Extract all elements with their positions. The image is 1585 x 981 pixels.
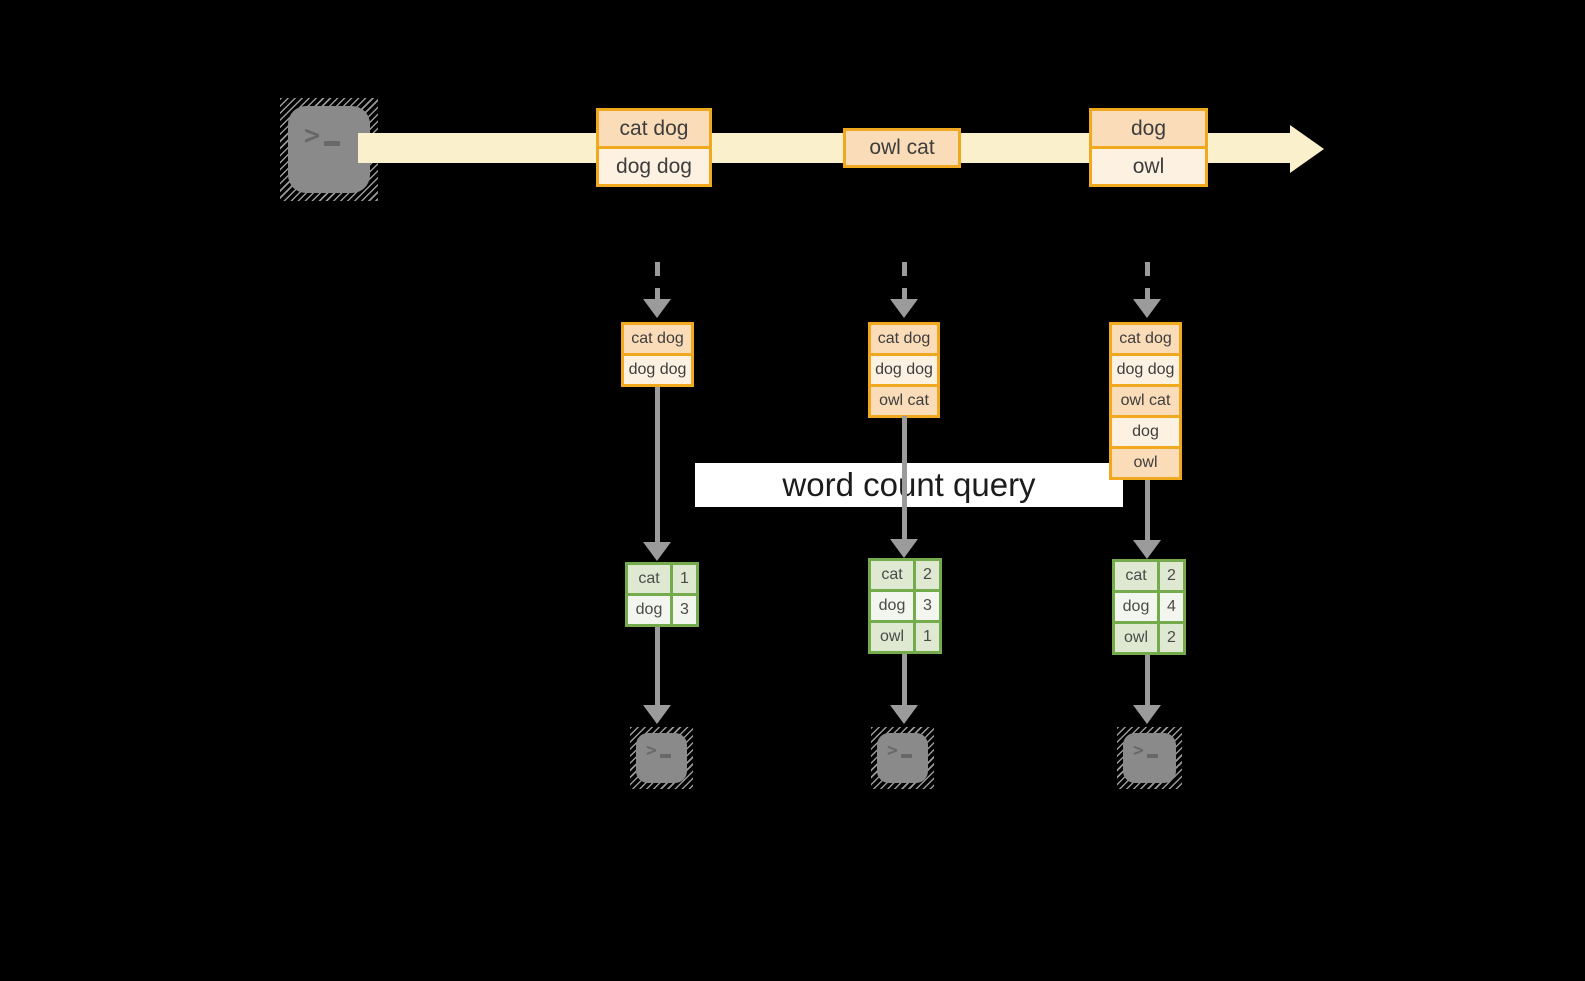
count-value-cell: 2 (1160, 624, 1183, 652)
sink-terminal-icon-3: > (1117, 727, 1182, 789)
count-word-cell: dog (1115, 593, 1157, 621)
buffer-row: dog dog (871, 353, 937, 384)
stream-arrowhead-icon (1290, 125, 1324, 173)
terminal-prompt-glyph: > (887, 740, 898, 761)
buffer-row: cat dog (1112, 325, 1179, 353)
connector-table-to-sink-1 (655, 627, 660, 706)
state-stack-1: cat dog dog dog (621, 322, 694, 387)
event-row: owl (1092, 146, 1205, 184)
count-value-cell: 4 (1160, 593, 1183, 621)
count-word-cell: dog (871, 592, 913, 620)
dashed-connector-2 (902, 262, 907, 300)
arrowhead-icon (890, 299, 918, 318)
buffer-row: cat dog (624, 325, 691, 353)
sink-terminal-icon-1: > (630, 727, 693, 789)
count-word-cell: cat (1115, 562, 1157, 590)
terminal-icon: > (288, 106, 370, 193)
arrowhead-icon (890, 705, 918, 724)
terminal-underscore-icon (900, 754, 912, 758)
count-value-cell: 2 (1160, 562, 1183, 590)
state-stack-2: cat dog dog dog owl cat (868, 322, 940, 418)
count-table-2: cat 2 dog 3 owl 1 (868, 558, 942, 654)
terminal-underscore-icon (1146, 754, 1158, 758)
dashed-connector-1 (655, 262, 660, 300)
stream-event-box-3: dog owl (1089, 108, 1208, 187)
stream-event-box-1: cat dog dog dog (596, 108, 712, 187)
count-value-cell: 1 (916, 623, 939, 651)
dashed-connector-3 (1145, 262, 1150, 300)
event-row: cat dog (599, 111, 709, 146)
terminal-underscore-icon (659, 754, 671, 758)
terminal-prompt-glyph: > (304, 120, 321, 151)
connector-stack-to-table-3 (1145, 478, 1150, 542)
sink-terminal-icon-2: > (871, 727, 934, 789)
terminal-icon: > (877, 733, 928, 783)
terminal-prompt-glyph: > (646, 740, 657, 761)
buffer-row: dog dog (1112, 353, 1179, 384)
count-value-cell: 2 (916, 561, 939, 589)
buffer-row: dog (1112, 415, 1179, 446)
count-table-1: cat 1 dog 3 (625, 562, 699, 627)
query-label: word count query (695, 463, 1123, 507)
arrowhead-icon (643, 705, 671, 724)
connector-table-to-sink-2 (902, 654, 907, 706)
buffer-row: dog dog (624, 353, 691, 384)
count-word-cell: cat (871, 561, 913, 589)
arrowhead-icon (643, 542, 671, 561)
count-word-cell: cat (628, 565, 670, 593)
buffer-row: cat dog (871, 325, 937, 353)
buffer-row: owl cat (1112, 384, 1179, 415)
arrowhead-icon (643, 299, 671, 318)
count-value-cell: 3 (673, 596, 696, 624)
terminal-icon: > (636, 733, 687, 783)
connector-stack-to-table-2 (902, 416, 907, 542)
count-word-cell: owl (1115, 624, 1157, 652)
event-row: owl cat (846, 131, 958, 165)
event-row: dog (1092, 111, 1205, 146)
buffer-row: owl (1112, 446, 1179, 477)
stream-event-box-2: owl cat (843, 128, 961, 168)
state-stack-3: cat dog dog dog owl cat dog owl (1109, 322, 1182, 480)
terminal-underscore-icon (324, 141, 341, 146)
arrowhead-icon (1133, 299, 1161, 318)
count-value-cell: 3 (916, 592, 939, 620)
event-row: dog dog (599, 146, 709, 184)
arrowhead-icon (1133, 705, 1161, 724)
arrowhead-icon (1133, 540, 1161, 559)
count-value-cell: 1 (673, 565, 696, 593)
connector-table-to-sink-3 (1145, 655, 1150, 706)
connector-stack-to-table-1 (655, 384, 660, 544)
buffer-row: owl cat (871, 384, 937, 415)
terminal-prompt-glyph: > (1133, 740, 1144, 761)
count-word-cell: dog (628, 596, 670, 624)
count-word-cell: owl (871, 623, 913, 651)
arrowhead-icon (890, 539, 918, 558)
count-table-3: cat 2 dog 4 owl 2 (1112, 559, 1186, 655)
terminal-icon: > (1123, 733, 1176, 783)
